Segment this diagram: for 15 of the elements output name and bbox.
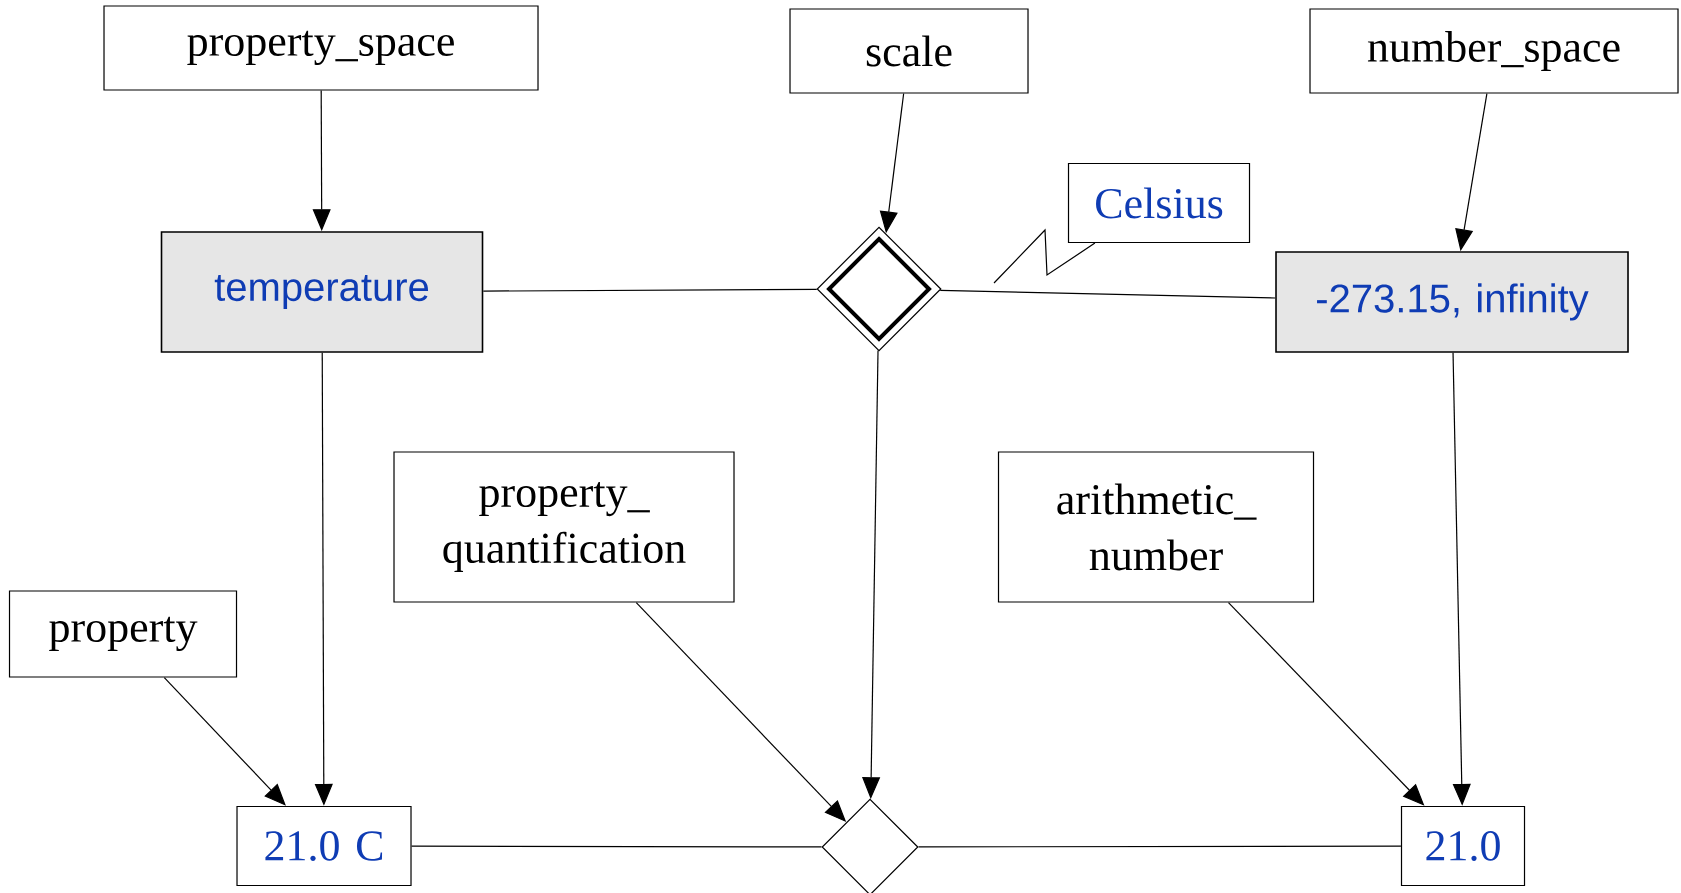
leader-line xyxy=(993,228,1096,284)
label-box: arithmetic_ number xyxy=(997,451,1315,603)
label-box: 21.0 xyxy=(1400,805,1526,887)
label-box: -273.15, infinity xyxy=(1275,251,1629,353)
connector-arrow xyxy=(163,677,286,806)
label-box: scale xyxy=(789,8,1029,94)
label-box: Celsius xyxy=(1067,162,1251,244)
label-box: temperature xyxy=(160,231,484,353)
label-box: property xyxy=(8,590,238,678)
label-box: number_space xyxy=(1309,8,1679,94)
label-box: 21.0 C xyxy=(236,805,412,887)
relationship-diamond xyxy=(816,226,942,352)
label-box: property_space xyxy=(103,5,539,91)
relationship-diamond xyxy=(821,798,919,893)
label-box: property_ quantification xyxy=(393,451,735,603)
